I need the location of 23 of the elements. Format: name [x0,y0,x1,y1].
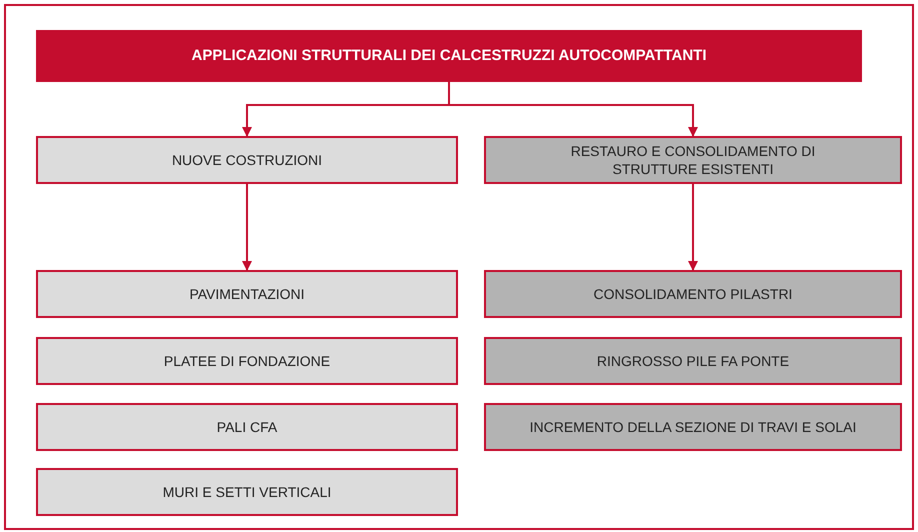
arrow [242,184,252,271]
category-box [36,337,458,385]
box-label: PAVIMENTAZIONI [189,284,305,304]
box-label: INCREMENTO DELLA SEZIONE DI TRAVI E SOLAI [530,418,856,436]
box-label: RESTAURO E CONSOLIDAMENTO DI STRUTTURE ESISTENTI [570,142,816,178]
category-box [484,337,902,385]
box-label: CONSOLIDAMENTO PILASTRI [594,284,792,304]
box-label: PALI CFA [216,418,278,436]
box-label: PLATEE DI FONDAZIONE [164,352,330,370]
arrow [448,82,698,137]
box-label: MURI E SETTI VERTICALI [162,482,332,502]
title-bar [36,30,862,82]
category-box [484,136,902,184]
title-text: APPLICAZIONI STRUTTURALI DEI CALCESTRUZZI AUTOCOMPATTANTI [192,46,706,66]
category-box [36,403,458,451]
box-label: RINGROSSO PILE FA PONTE [596,352,790,370]
category-box [36,468,458,516]
box-label: NUOVE COSTRUZIONI [172,150,322,170]
category-box [36,136,458,184]
arrow [688,184,698,271]
category-box [484,403,902,451]
category-box [484,270,902,318]
category-box [36,270,458,318]
